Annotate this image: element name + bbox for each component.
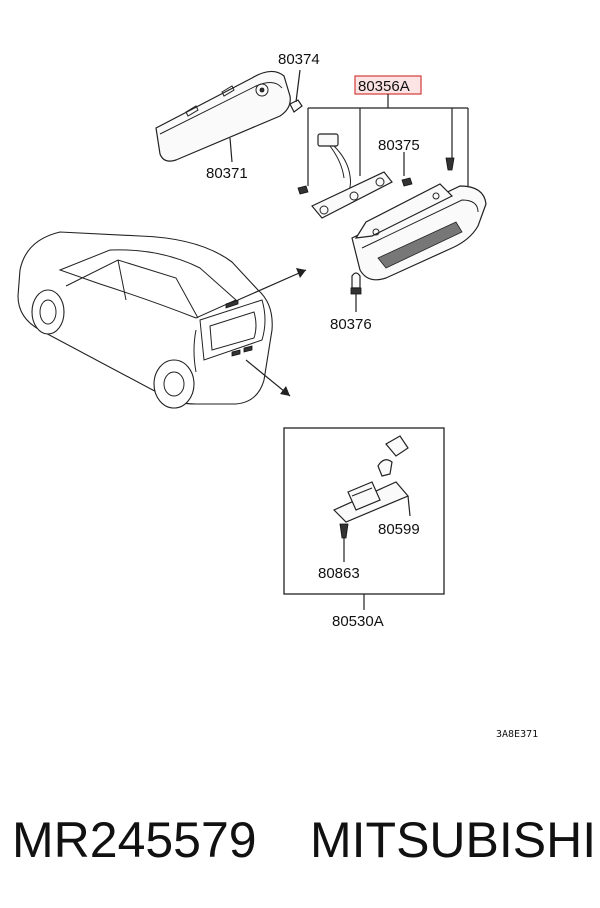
high-mount-stop-lamp [351,183,487,281]
footer: MR245579 MITSUBISHI [0,800,600,880]
high-mount-lamp-cover [155,70,291,162]
license-lamp-80530A [332,481,409,523]
arrow-to-license-lamp [245,359,291,397]
bulb-socket-harness [317,133,351,197]
callout-80371: 80371 [206,165,248,182]
part-number: MR245579 [12,812,257,868]
callout-80376: 80376 [330,316,372,333]
diagram-code: 3A8E371 [496,729,538,740]
callout-80374: 80374 [278,51,320,68]
arrow-to-stop-lamp [237,268,307,301]
leader-80356A [307,94,469,190]
vehicle-outline [17,231,273,409]
callout-80863: 80863 [318,565,360,582]
callout-80375: 80375 [378,137,420,154]
callout-80356A: 80356A [358,78,410,95]
bulb-80376 [350,272,362,312]
screw-80375 [403,152,455,176]
bulb-socket-80599 [377,435,411,517]
grommet-80374 [289,69,303,113]
manufacturer-name: MITSUBISHI [310,812,597,868]
screw-80863 [339,523,349,562]
bracket-screws [297,177,413,195]
callout-80530A: 80530A [332,613,384,630]
callout-80599: 80599 [378,521,420,538]
lamp-bracket [311,171,393,219]
